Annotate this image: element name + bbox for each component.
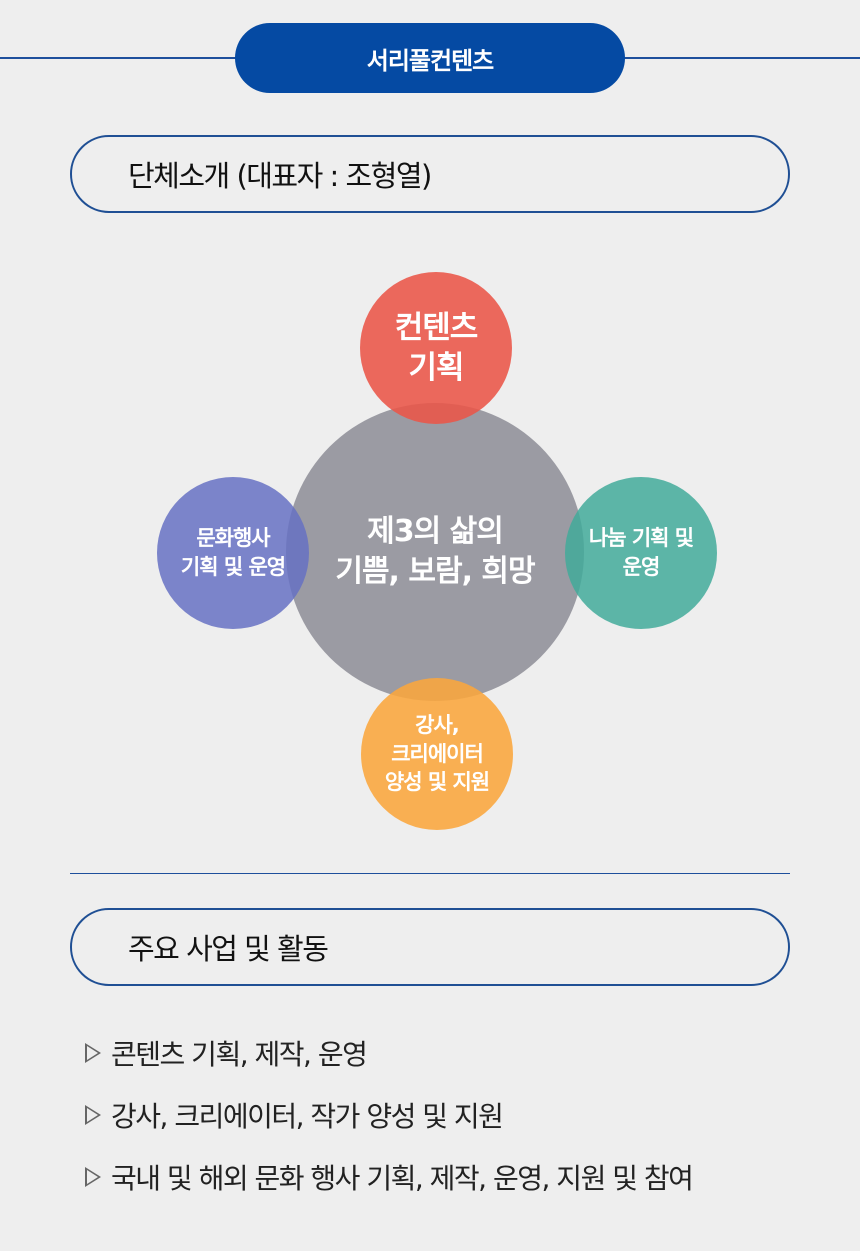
list-item-text: 강사, 크리에이터, 작가 양성 및 지원 — [111, 1100, 504, 1133]
diagram-center-circle: 제3의 삶의 기쁨, 보람, 희망 — [286, 403, 584, 701]
list-item-text: 콘텐츠 기획, 제작, 운영 — [111, 1038, 368, 1071]
page-title: 서리풀컨텐츠 — [235, 23, 625, 93]
section-intro-title: 단체소개 (대표자 : 조형열) — [70, 135, 790, 213]
diagram-sharing-circle: 나눔 기획 및 운영 — [565, 477, 717, 629]
activities-list: 콘텐츠 기획, 제작, 운영 강사, 크리에이터, 작가 양성 및 지원 국내 … — [85, 1022, 694, 1208]
list-item: 국내 및 해외 문화 행사 기획, 제작, 운영, 지원 및 참여 — [85, 1146, 694, 1208]
list-item-text: 국내 및 해외 문화 행사 기획, 제작, 운영, 지원 및 참여 — [111, 1162, 694, 1195]
diagram-instructor-circle: 강사, 크리에이터 양성 및 지원 — [361, 678, 513, 830]
triangle-bullet-icon — [85, 1167, 101, 1187]
triangle-bullet-icon — [85, 1043, 101, 1063]
diagram-content-planning-circle: 컨텐츠 기획 — [360, 272, 512, 424]
list-item: 콘텐츠 기획, 제작, 운영 — [85, 1022, 692, 1084]
section-activities-title: 주요 사업 및 활동 — [70, 908, 790, 986]
list-item: 강사, 크리에이터, 작가 양성 및 지원 — [85, 1084, 692, 1146]
triangle-bullet-icon — [85, 1105, 101, 1125]
diagram-cultural-events-circle: 문화행사 기획 및 운영 — [157, 477, 309, 629]
section-divider — [70, 873, 790, 874]
